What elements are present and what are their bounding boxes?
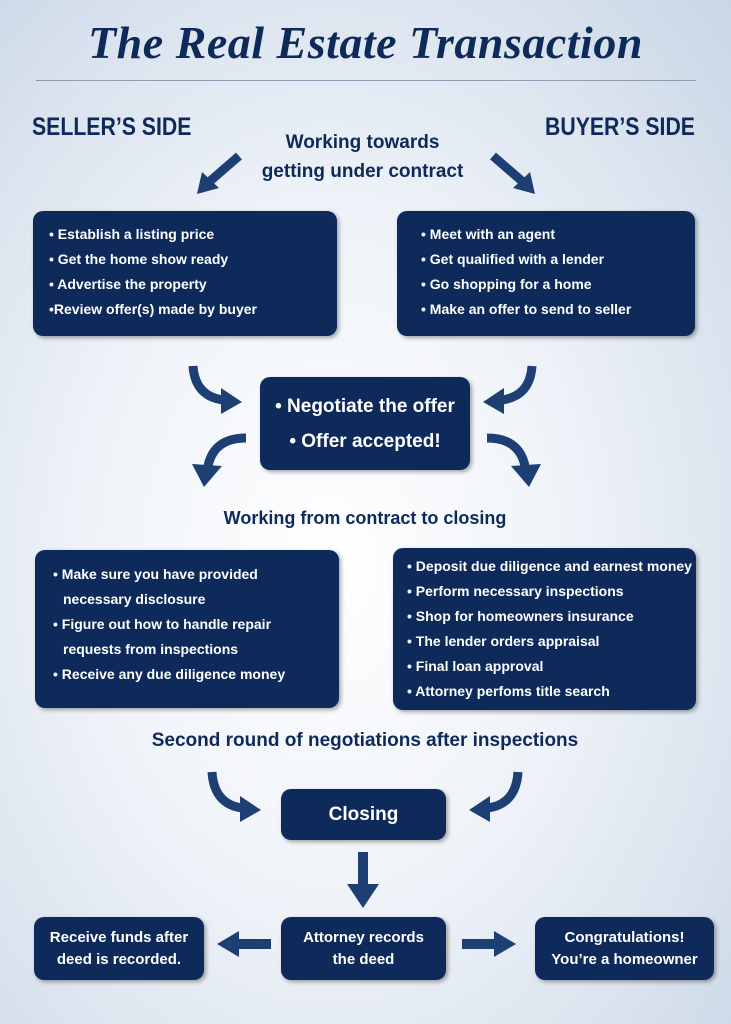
buyer-closing-steps-box: • Deposit due diligence and earnest mone… bbox=[393, 548, 696, 710]
seller-closing-step-item: necessary disclosure bbox=[63, 591, 206, 607]
seller-step-item: • Establish a listing price bbox=[49, 226, 215, 242]
page-title: The Real Estate Transaction bbox=[88, 17, 643, 68]
heading-under-contract-line-2: getting under contract bbox=[261, 161, 464, 182]
buyer-closing-step-item: • Attorney perfoms title search bbox=[407, 683, 610, 699]
congratulations-line-2: You’re a homeowner bbox=[551, 950, 698, 968]
receive-funds-line-2: deed is recorded. bbox=[56, 950, 182, 968]
curved-arrow-into-closing-right-icon bbox=[469, 771, 523, 822]
buyer-closing-step-item: • Deposit due diligence and earnest mone… bbox=[407, 558, 692, 574]
attorney-records-line-2: the deed bbox=[332, 950, 395, 968]
seller-closing-step-item: • Receive any due diligence money bbox=[53, 666, 286, 682]
seller-side-label: SELLER’S SIDE bbox=[32, 113, 192, 141]
receive-funds-box: Receive funds after deed is recorded. bbox=[34, 917, 204, 980]
congratulations-line-1: Congratulations! bbox=[564, 928, 685, 946]
offer-accepted-text: • Offer accepted! bbox=[289, 430, 441, 452]
seller-steps-box: • Establish a listing price • Get the ho… bbox=[33, 211, 337, 336]
buyer-side-label: BUYER’S SIDE bbox=[545, 113, 695, 141]
curved-arrow-down-left-icon bbox=[192, 433, 247, 487]
curved-arrow-left-icon bbox=[483, 365, 537, 414]
buyer-closing-step-item: • Perform necessary inspections bbox=[407, 583, 624, 599]
negotiate-offer-box: • Negotiate the offer • Offer accepted! bbox=[260, 377, 470, 470]
seller-closing-steps-box: • Make sure you have provided necessary … bbox=[35, 550, 339, 708]
title-divider bbox=[36, 80, 696, 81]
seller-step-item: • Get the home show ready bbox=[49, 251, 229, 267]
seller-closing-step-item: requests from inspections bbox=[63, 641, 239, 657]
buyer-step-item: • Go shopping for a home bbox=[421, 276, 592, 292]
receive-funds-line-1: Receive funds after bbox=[49, 928, 189, 946]
buyer-steps-box: • Meet with an agent • Get qualified wit… bbox=[397, 211, 695, 336]
congratulations-box: Congratulations! You’re a homeowner bbox=[535, 917, 714, 980]
buyer-step-item: • Meet with an agent bbox=[421, 226, 556, 242]
seller-step-item: • Advertise the property bbox=[49, 276, 207, 292]
attorney-records-line-1: Attorney records bbox=[303, 928, 424, 946]
heading-contract-to-closing: Working from contract to closing bbox=[223, 508, 507, 528]
curved-arrow-down-right-icon bbox=[486, 433, 541, 487]
closing-box: Closing bbox=[281, 789, 446, 840]
heading-under-contract: Working towards getting under contract bbox=[230, 128, 495, 186]
curved-arrow-right-icon bbox=[188, 365, 242, 414]
arrow-down-right-icon bbox=[490, 152, 535, 194]
seller-step-item: •Review offer(s) made by buyer bbox=[49, 301, 257, 317]
heading-second-negotiations: Second round of negotiations after inspe… bbox=[151, 730, 579, 751]
buyer-step-item: • Get qualified with a lender bbox=[421, 251, 605, 267]
buyer-step-item: • Make an offer to send to seller bbox=[421, 301, 632, 317]
buyer-closing-step-item: • Shop for homeowners insurance bbox=[407, 608, 634, 624]
attorney-records-box: Attorney records the deed bbox=[281, 917, 446, 980]
negotiate-offer-text: • Negotiate the offer bbox=[275, 395, 455, 417]
seller-closing-step-item: • Figure out how to handle repair bbox=[53, 616, 272, 632]
arrow-right-icon bbox=[462, 931, 516, 957]
curved-arrow-into-closing-left-icon bbox=[207, 771, 261, 822]
arrow-left-icon bbox=[217, 931, 271, 957]
buyer-closing-step-item: • The lender orders appraisal bbox=[407, 633, 600, 649]
heading-under-contract-line-1: Working towards bbox=[285, 132, 440, 153]
arrow-down-icon bbox=[347, 852, 379, 908]
closing-text: Closing bbox=[328, 803, 399, 825]
arrow-down-left-icon bbox=[197, 152, 242, 194]
buyer-closing-step-item: • Final loan approval bbox=[407, 658, 544, 674]
seller-closing-step-item: • Make sure you have provided bbox=[53, 566, 258, 582]
